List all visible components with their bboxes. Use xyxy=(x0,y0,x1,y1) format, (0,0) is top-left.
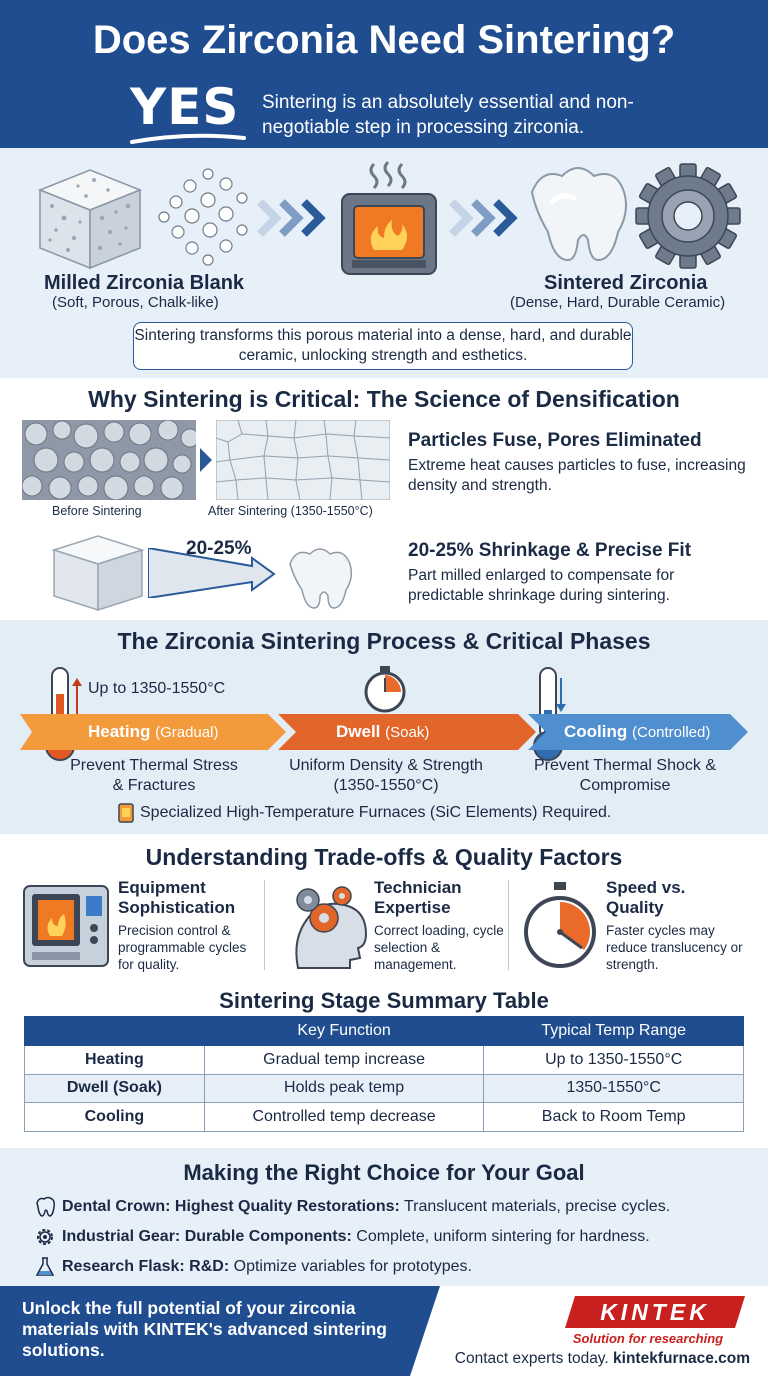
sintering-summary-table: Key Function Typical Temp Range Heating … xyxy=(24,1016,744,1132)
after-sintering-label: After Sintering (1350-1550°C) xyxy=(208,504,373,518)
flask-icon xyxy=(35,1257,55,1276)
table-row: Cooling Controlled temp decrease Back to… xyxy=(24,1102,744,1132)
speed-quality-text: Faster cycles may reduce translucency or… xyxy=(606,923,743,972)
table-header-cell: Key Function xyxy=(203,1016,485,1046)
blank-title: Milled Zirconia Blank xyxy=(44,272,245,294)
temp-note: Up to 1350-1550°C xyxy=(88,680,226,697)
swoosh-underline-icon xyxy=(130,133,246,144)
divider-2 xyxy=(508,880,509,970)
arrow-down-icon xyxy=(556,678,566,712)
particle-cloud-icon xyxy=(158,168,248,266)
dental-crown-icon xyxy=(530,167,627,262)
table-header-cell: Typical Temp Range xyxy=(483,1016,744,1046)
goal-industrial: Industrial Gear: Durable Components: Com… xyxy=(34,1226,650,1248)
cooling-description: Prevent Thermal Shock & Compromise xyxy=(533,757,716,794)
phase-cooling: Cooling (Controlled) xyxy=(564,722,711,741)
dense-microstructure-image xyxy=(216,420,390,500)
science-title: Why Sintering is Critical: The Science o… xyxy=(88,386,680,412)
table-cell: Dwell (Soak) xyxy=(24,1073,205,1103)
table-row: Heating Gradual temp increase Up to 1350… xyxy=(24,1045,744,1075)
furnace-note: Specialized High-Temperature Furnaces (S… xyxy=(140,804,612,821)
footer-cta: Unlock the full potential of your zircon… xyxy=(22,1298,387,1360)
gear-icon xyxy=(635,163,741,269)
table-header-cell xyxy=(24,1016,205,1046)
chevrons-right-icon-2 xyxy=(449,199,518,237)
header-tagline: Sintering is an absolutely essential and… xyxy=(262,92,634,138)
enlarged-blank-cube-icon xyxy=(51,535,145,612)
small-crown-icon xyxy=(289,548,353,609)
table-cell: Back to Room Temp xyxy=(483,1102,744,1132)
chevrons-right-icon xyxy=(257,199,326,237)
website-link[interactable]: kintekfurnace.com xyxy=(613,1350,750,1367)
porous-microstructure-image xyxy=(22,420,196,500)
divider xyxy=(264,880,265,970)
kintek-logo-text: KINTEK xyxy=(600,1299,710,1325)
tradeoffs-section xyxy=(0,834,768,984)
porous-blank-cube-icon xyxy=(37,169,143,270)
furnace-icon xyxy=(341,160,437,275)
technician-text: Correct loading, cycle selection & manag… xyxy=(374,923,504,972)
programmable-furnace-icon xyxy=(23,885,109,967)
process-title: The Zirconia Sintering Process & Critica… xyxy=(117,628,651,654)
phase-heating: Heating (Gradual) xyxy=(88,722,219,741)
sintered-subtitle: (Dense, Hard, Durable Ceramic) xyxy=(510,294,726,311)
speed-stopwatch-icon xyxy=(524,882,596,968)
shrinkage-percent: 20-25% xyxy=(186,538,252,559)
shrink-arrow-icon xyxy=(148,548,276,598)
table-cell: 1350-1550°C xyxy=(483,1073,744,1103)
table-row: Dwell (Soak) Holds peak temp 1350-1550°C xyxy=(24,1073,744,1103)
dwell-description: Uniform Density & Strength (1350-1550°C) xyxy=(289,757,483,794)
arrow-right-icon xyxy=(200,448,212,472)
table-cell: Heating xyxy=(24,1045,205,1075)
kintek-logo: KINTEK xyxy=(565,1294,745,1335)
footer-cta-panel xyxy=(0,1286,440,1376)
goal-research: Research Flask: R&D: Optimize variables … xyxy=(34,1256,472,1278)
phase-arrow-bar xyxy=(20,714,748,750)
contact-line: Contact experts today. kintekfurnace.com xyxy=(454,1350,750,1367)
tooth-icon xyxy=(36,1196,55,1217)
blank-subtitle: (Soft, Porous, Chalk-like) xyxy=(52,294,219,311)
table-cell: Cooling xyxy=(24,1102,205,1132)
phase-dwell: Dwell (Soak) xyxy=(336,722,430,741)
heating-description: Prevent Thermal Stress & Fractures xyxy=(70,757,238,794)
transformation-summary-box: Sintering transforms this porous materia… xyxy=(133,322,633,370)
technician-title: Technician Expertise xyxy=(374,878,462,917)
table-cell: Up to 1350-1550°C xyxy=(483,1045,744,1075)
table-title: Sintering Stage Summary Table xyxy=(219,988,549,1013)
fuse-text: Extreme heat causes particles to fuse, i… xyxy=(408,457,746,494)
page-title: Does Zirconia Need Sintering? xyxy=(92,18,676,62)
goals-title: Making the Right Choice for Your Goal xyxy=(183,1160,585,1185)
shrinkage-text: Part milled enlarged to compensate for p… xyxy=(408,567,675,604)
stopwatch-icon xyxy=(364,666,406,713)
tradeoffs-title: Understanding Trade-offs & Quality Facto… xyxy=(145,844,623,870)
before-sintering-label: Before Sintering xyxy=(52,504,142,518)
speed-quality-title: Speed vs. Quality xyxy=(606,878,686,917)
goal-dental: Dental Crown: Highest Quality Restoratio… xyxy=(34,1196,670,1218)
sintered-title: Sintered Zirconia xyxy=(544,272,708,294)
equipment-text: Precision control & programmable cycles … xyxy=(118,923,247,972)
fuse-title: Particles Fuse, Pores Eliminated xyxy=(408,430,702,451)
kintek-logo-badge xyxy=(565,1296,745,1328)
header-banner xyxy=(0,0,768,148)
arrow-up-icon xyxy=(72,678,82,714)
shrinkage-title: 20-25% Shrinkage & Precise Fit xyxy=(408,540,692,561)
table-cell: Gradual temp increase xyxy=(203,1045,485,1075)
gear-small-icon xyxy=(37,1229,53,1245)
technician-gears-head-icon xyxy=(295,886,368,969)
yes-answer: YES xyxy=(130,78,240,136)
equipment-title: Equipment Sophistication xyxy=(118,878,236,917)
kintek-tagline: Solution for researching xyxy=(572,1331,724,1346)
table-cell: Holds peak temp xyxy=(203,1073,485,1103)
table-header-row: Key Function Typical Temp Range xyxy=(24,1016,744,1046)
table-cell: Controlled temp decrease xyxy=(203,1102,485,1132)
goals-section xyxy=(0,1148,768,1286)
furnace-small-icon xyxy=(118,803,134,823)
